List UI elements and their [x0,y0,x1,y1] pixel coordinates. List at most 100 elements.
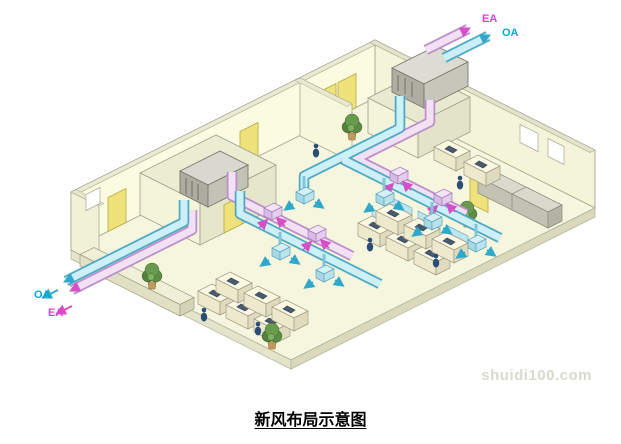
floor-slab-edge-right [290,207,596,370]
desk-front-right [293,310,309,332]
plant-pot [347,132,357,141]
person-head [255,321,261,327]
desk-monitor [444,145,458,154]
supply-air-arrow-icon [440,224,453,235]
exhaust-grille [300,224,332,253]
exhaust-air-arrow-icon [401,180,414,193]
person-body [366,242,374,252]
ceiling-diffuser [455,224,497,259]
watermark: shuidi100.com [481,367,592,384]
exhaust-grille [426,188,458,217]
plant-foliage [347,124,355,132]
person-head [313,143,319,149]
supply-air-arrow-icon [455,248,468,259]
supply-air-arrow-icon [283,200,296,211]
desk-monitor [386,209,400,218]
grille-front-right [397,170,409,185]
grille-front-right [441,192,453,207]
potted-plant [341,113,363,141]
exhaust-air-arrow-icon [256,218,269,231]
potted-plant [261,322,283,350]
ceiling-diffusers [259,176,497,289]
desk [243,285,281,318]
ceiling-diffuser [363,178,405,213]
desk-monitor [226,277,240,286]
label-oa-left: OA [34,289,51,301]
person-body [432,258,440,268]
desk-monitor [282,305,296,314]
exhaust-grille [382,166,414,195]
hvac-isometric-diagram: EA OA OA EA shuidi100.com [34,13,597,384]
person-figure [312,143,320,158]
counter-side [179,296,195,317]
desk-monitor [474,160,488,169]
exhaust-air-arrow-icon [445,202,458,215]
grille-front-right [271,206,283,221]
ceiling-diffuser [411,202,453,237]
supply-air-arrow-icon [484,246,497,257]
cabinet-side [547,204,563,229]
ea-exhaust-duct-left [69,210,196,294]
grille-front-right [315,228,327,243]
supply-air-arrow-icon [363,202,376,213]
people [200,143,464,336]
person-head [457,175,463,181]
exhaust-air-arrow-icon [319,238,332,251]
plant-foliage [267,333,275,341]
cabinet [511,186,563,229]
plant-foliage [147,273,155,281]
desk-monitor [254,291,268,300]
person-head [201,307,207,313]
partition-wall-cap [294,77,353,107]
ahu-front-right [423,61,469,109]
desk-monitor [442,237,456,246]
exhaust-air-arrow-icon [300,240,313,253]
plant-pot [267,341,277,350]
person-figure [200,307,208,322]
window [547,137,565,166]
person-figure [254,321,262,336]
desk [433,139,471,172]
person-body [456,180,464,190]
ea-flow-arrow-icon [55,304,73,315]
person-body [312,148,320,158]
person-body [200,312,208,322]
desk-front-right [485,165,501,187]
supply-air-arrow-icon [312,198,325,209]
ceiling-diffuser [283,176,325,211]
door-panel [107,187,127,233]
window [85,186,101,212]
exhaust-grille [256,202,288,231]
ea-exhaust-duct-top [424,25,471,54]
exhaust-air-arrow-icon [275,216,288,229]
ceiling-diffuser [259,232,301,267]
supply-air-arrow-icon [288,254,301,265]
person-head [433,253,439,259]
supply-duct-main-right [336,96,502,242]
exhaust-grilles [256,166,458,253]
potted-plant [141,262,163,290]
supply-air-arrow-icon [392,200,405,211]
supply-air-arrow-icon [303,278,316,289]
supply-air-arrow-icon [259,256,272,267]
room-front-right [417,96,471,159]
diagram-caption: 新风布局示意图 [254,412,367,429]
plant-pot [147,281,157,290]
label-ea-left: EA [48,307,63,319]
supply-air-arrow-icon [332,276,345,287]
person-figure [456,175,464,190]
oa-flow-arrow-icon [41,288,59,299]
person-body [254,326,262,336]
label-oa-top: OA [502,27,519,39]
supply-duct-main-left [236,191,382,288]
person-head [367,237,373,243]
person-figure [366,237,374,252]
oa-intake-duct-top [442,32,491,62]
desk [271,299,309,332]
person-figure [432,253,440,268]
window [519,123,539,153]
label-ea-top: EA [482,13,497,25]
desk [463,154,501,187]
ceiling-diffuser [303,254,345,289]
